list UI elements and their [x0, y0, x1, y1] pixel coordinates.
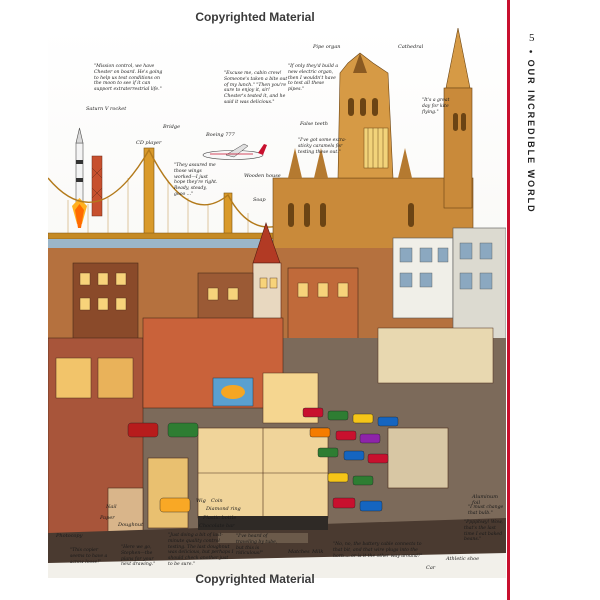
ground-cutaway-art — [48, 516, 506, 563]
label-coin: Coin — [211, 498, 223, 504]
label-boeing: Boeing 777 — [206, 132, 235, 138]
watermark-top: Copyrighted Material — [195, 10, 315, 24]
label-nail: Nail — [106, 504, 117, 510]
label-paper: Paper — [100, 515, 115, 521]
caption-traveling-by-tube: "I've heard of traveling by tube, but th… — [236, 534, 278, 557]
label-saturn-rocket: Saturn V rocket — [86, 106, 127, 112]
label-milk: Milk — [312, 549, 324, 555]
label-cathedral: Cathedral — [398, 44, 424, 50]
label-diamond-ring: Diamond ring — [206, 506, 241, 512]
caption-here-we-go: "Here we go, Stephen—the plans for your … — [121, 545, 156, 568]
caption-battery-cable: "No, no, the battery cable connects to t… — [333, 542, 423, 559]
caption-quality-control: "Just doing a bit of last-minute quality… — [168, 533, 234, 567]
label-car: Car — [426, 565, 436, 571]
label-athletic-shoe: Athletic shoe — [446, 556, 480, 562]
caption-mission-control: "Mission control, we have Chester on boa… — [94, 64, 163, 93]
label-doughnut: Doughnut — [118, 522, 144, 528]
label-matches: Matches — [288, 549, 310, 555]
rocket-art — [72, 127, 103, 228]
caption-baked-beans: "Pppphwy! Wow, that's the last time I ea… — [464, 520, 503, 543]
street-block-art — [48, 317, 506, 553]
label-pipe-organ: Pipe organ — [313, 44, 341, 50]
label-wooden-house: Wooden house — [244, 173, 281, 179]
caption-electric-organ: "If only they'd build a new electric org… — [288, 64, 339, 93]
margin-rule — [507, 0, 510, 600]
label-soap: Soap — [253, 197, 266, 203]
caption-caramels: "I've got some extra-sticky caramels for… — [298, 138, 347, 155]
label-photocopy: Photocopy — [56, 533, 83, 539]
caption-change-bulb: "I must change that bulb." — [468, 505, 504, 516]
watermark-bottom: Copyrighted Material — [195, 572, 315, 586]
label-wig: Wig — [196, 498, 206, 504]
label-chocolate-bar: Chocolate bar — [199, 523, 235, 529]
city-scene-art — [48, 28, 506, 578]
label-plastic-bottle: Plastic bottle — [203, 515, 237, 521]
running-head: • OUR INCREDIBLE WORLD — [526, 50, 536, 214]
label-bridge: Bridge — [163, 124, 181, 130]
city-illustration: Saturn V rocket Bridge CD player Boeing … — [48, 28, 506, 578]
caption-cabin-crew: "Excuse me, cabin crew! Someone's taken … — [224, 71, 288, 105]
caption-wings: "They assured me those wings worked—I ju… — [174, 163, 218, 197]
page-number: 5 — [529, 32, 535, 44]
label-false-teeth: False teeth — [300, 121, 328, 127]
caption-kite-flying: "It's a great day for kite flying." — [422, 98, 450, 115]
label-aluminum-foil: Aluminum foil — [472, 494, 498, 506]
airplane-art — [202, 143, 267, 160]
label-cd-player: CD player — [136, 140, 162, 146]
caption-copier: "This copier seems to have a screw loose… — [70, 548, 108, 565]
